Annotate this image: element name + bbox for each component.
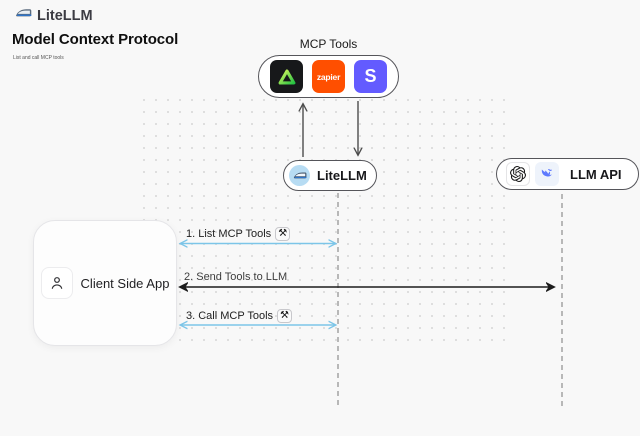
- step3-label-row: 3. Call MCP Tools ⚒: [186, 309, 292, 323]
- litellm-train-icon: [15, 7, 32, 25]
- llm-api-node: LLM API: [496, 158, 639, 190]
- step1-label: 1. List MCP Tools: [186, 228, 272, 240]
- deepseek-icon: [535, 162, 559, 186]
- litellm-train-icon: [289, 165, 310, 186]
- step2-label: 2. Send Tools to LLM: [184, 271, 288, 283]
- step2-label-row: 2. Send Tools to LLM: [184, 271, 287, 283]
- zapier-wordmark: zapier: [316, 71, 341, 82]
- green-triangle-logo-icon: [270, 60, 303, 93]
- step1-label-row: 1. List MCP Tools ⚒: [186, 227, 291, 241]
- step3-label: 3. Call MCP Tools: [186, 310, 274, 322]
- mcp-tools-label: MCP Tools: [299, 37, 358, 51]
- mcp-tools-group: zapier S: [258, 55, 399, 98]
- stripe-icon: S: [354, 60, 387, 93]
- llm-api-node-label: LLM API: [570, 166, 622, 182]
- person-icon: [40, 267, 73, 299]
- litellm-node-label: LiteLLM: [317, 168, 367, 183]
- dot-grid-background: [138, 94, 512, 346]
- stripe-letter: S: [364, 66, 377, 86]
- brand-name: LiteLLM: [37, 8, 93, 24]
- litellm-node: LiteLLM: [283, 160, 377, 191]
- openai-icon: [506, 162, 530, 186]
- tools-badge-icon: ⚒: [275, 227, 291, 241]
- tools-badge-icon: ⚒: [277, 309, 292, 323]
- client-node-label: Client Side App: [80, 275, 170, 291]
- brand: LiteLLM: [15, 7, 93, 25]
- page-title: Model Context Protocol: [12, 31, 179, 48]
- client-side-app-node: Client Side App: [33, 220, 177, 346]
- page-subtitle: List and call MCP tools: [13, 55, 64, 61]
- zapier-icon: zapier: [312, 60, 345, 93]
